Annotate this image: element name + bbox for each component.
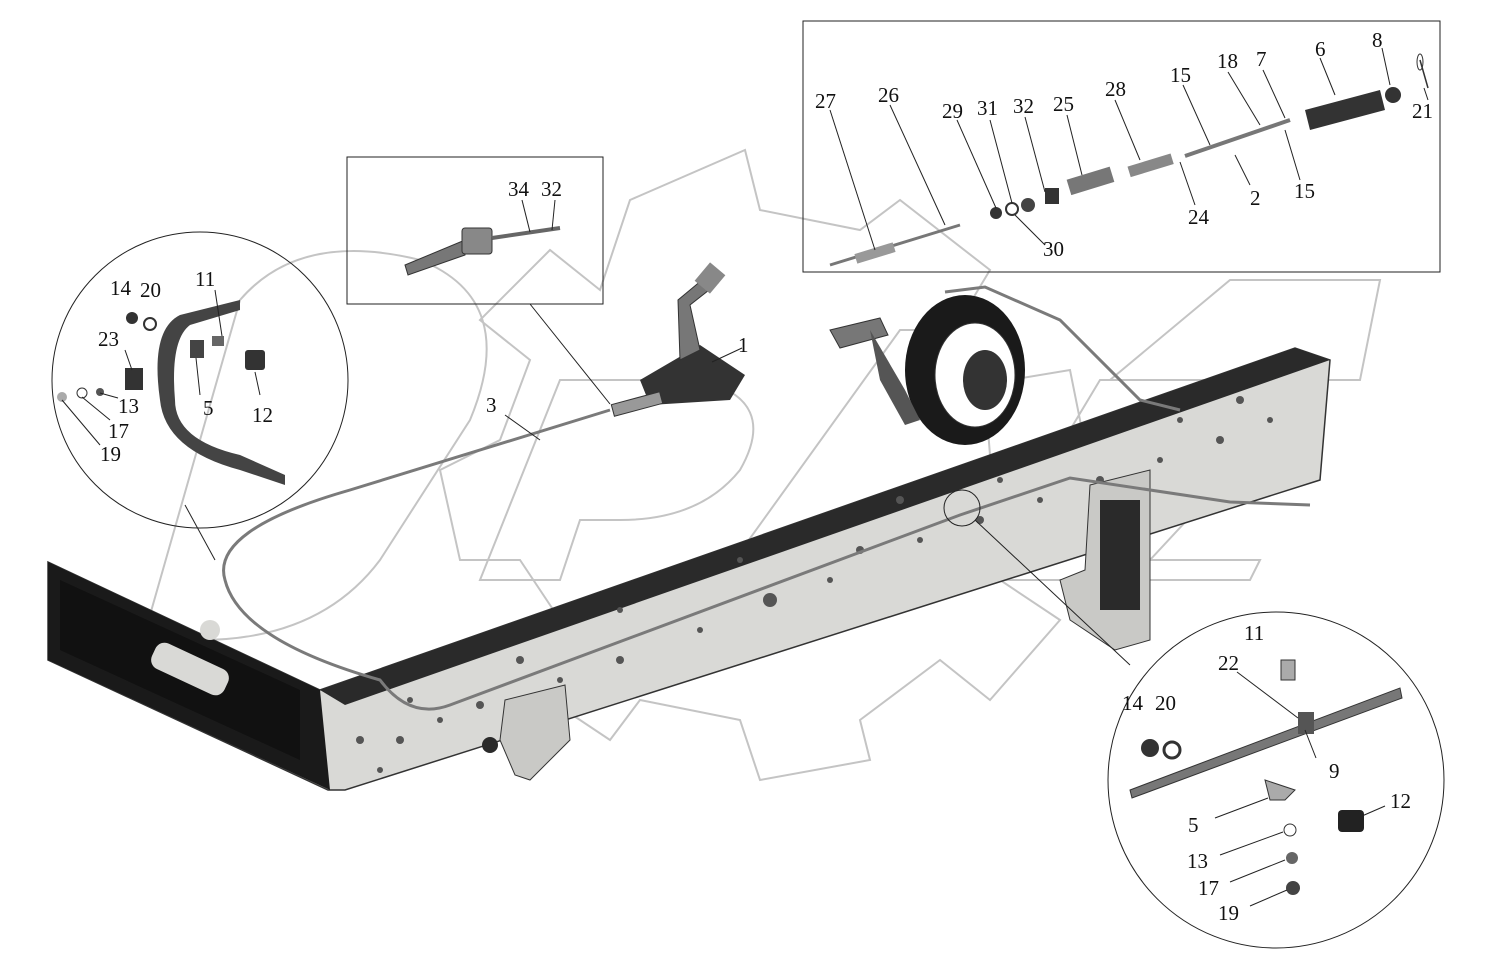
detail-circle-left — [51, 231, 349, 529]
label-15-lower: 15 — [1294, 179, 1315, 203]
label-32-mid: 32 — [541, 177, 562, 201]
label-15-upper: 15 — [1170, 63, 1191, 87]
label-30: 30 — [1043, 237, 1064, 261]
labels-mid-inset: 34 32 — [508, 177, 562, 201]
label-1: 1 — [738, 333, 749, 357]
label-6: 6 — [1315, 37, 1326, 61]
label-21: 21 — [1412, 99, 1433, 123]
labels-left-detail: 14 20 11 23 5 12 13 17 19 — [98, 267, 273, 466]
label-27: 27 — [815, 89, 836, 113]
labels-main: 1 3 — [486, 333, 749, 417]
labels-right-detail: 11 22 14 20 9 5 12 13 17 19 — [1122, 621, 1411, 925]
label-18: 18 — [1217, 49, 1238, 73]
label-8: 8 — [1372, 28, 1383, 52]
detail-circle-right — [1107, 611, 1445, 949]
label-20-left: 20 — [140, 278, 161, 302]
label-12-left: 12 — [252, 403, 273, 427]
label-19-left: 19 — [100, 442, 121, 466]
frame-rail — [47, 347, 1331, 791]
label-11-right: 11 — [1244, 621, 1264, 645]
label-9: 9 — [1329, 759, 1340, 783]
detail-connectors — [184, 303, 1131, 666]
label-14-left: 14 — [110, 276, 132, 300]
label-17-right: 17 — [1198, 876, 1219, 900]
label-34: 34 — [508, 177, 530, 201]
label-12-right: 12 — [1390, 789, 1411, 813]
spring-brackets — [482, 469, 1151, 781]
cable-end-part — [404, 226, 561, 276]
label-13-left: 13 — [118, 394, 139, 418]
labels-top-inset: 27 26 29 31 32 25 28 15 18 7 6 8 21 2 15… — [815, 28, 1433, 261]
label-31: 31 — [977, 96, 998, 120]
hand-brake-lever — [610, 262, 745, 417]
label-28: 28 — [1105, 77, 1126, 101]
label-22: 22 — [1218, 651, 1239, 675]
label-2: 2 — [1250, 186, 1261, 210]
label-26: 26 — [878, 83, 899, 107]
label-32-top: 32 — [1013, 94, 1034, 118]
inset-box-control-valve — [802, 20, 1441, 273]
label-5-left: 5 — [203, 396, 214, 420]
label-23: 23 — [98, 327, 119, 351]
label-17-left: 17 — [108, 419, 129, 443]
label-leaders — [61, 47, 1429, 907]
label-25: 25 — [1053, 92, 1074, 116]
label-14-right: 14 — [1122, 691, 1144, 715]
valve-exploded-parts — [829, 53, 1429, 267]
label-7: 7 — [1256, 47, 1267, 71]
label-5-right: 5 — [1188, 813, 1199, 837]
label-13-right: 13 — [1187, 849, 1208, 873]
frame-holes — [356, 396, 1273, 773]
label-24: 24 — [1188, 205, 1210, 229]
label-29: 29 — [942, 99, 963, 123]
label-11-left: 11 — [195, 267, 215, 291]
label-3: 3 — [486, 393, 497, 417]
brake-drum-assembly — [829, 295, 1025, 445]
brake-cable — [222, 285, 1311, 711]
inset-box-cable-end — [346, 156, 604, 305]
label-20-right: 20 — [1155, 691, 1176, 715]
label-19-right: 19 — [1218, 901, 1239, 925]
